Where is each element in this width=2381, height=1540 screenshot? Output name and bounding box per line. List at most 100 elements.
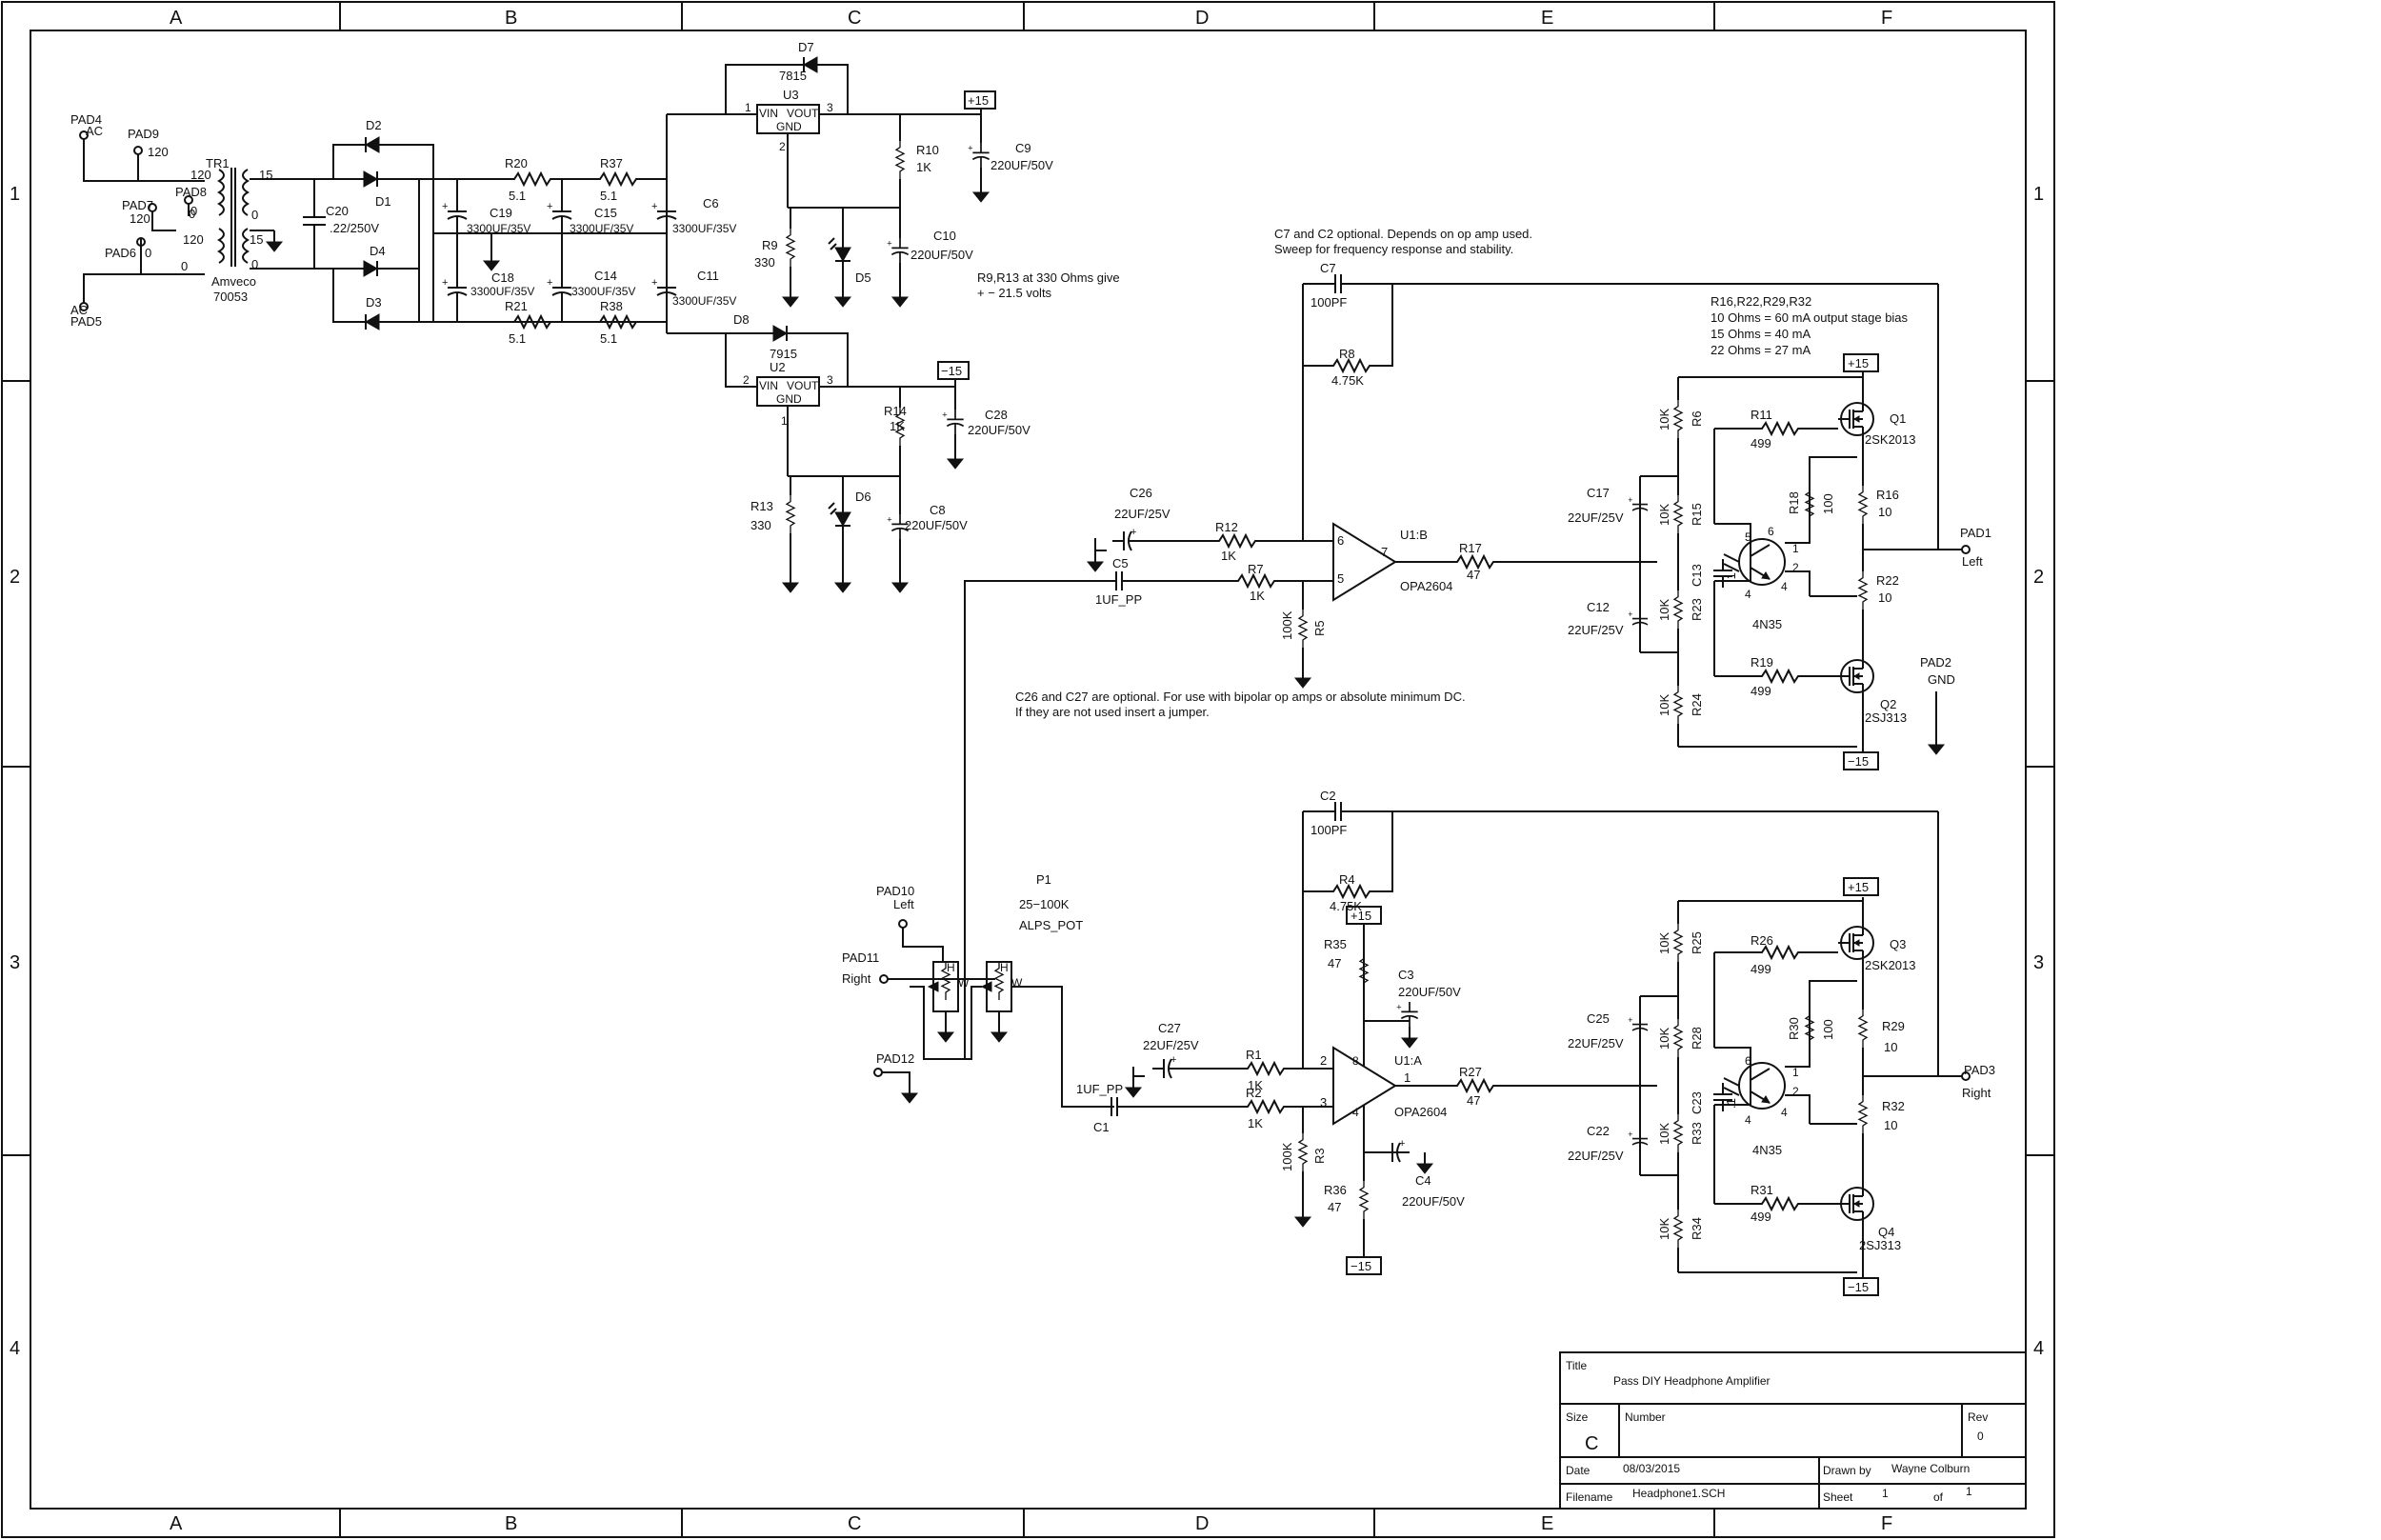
capacitor-c13-ref: C13 <box>1690 564 1704 587</box>
svg-text:U2: U2 <box>770 360 786 374</box>
resistor-r24-val: 10K <box>1657 694 1671 716</box>
resistor-r37-val: 5.1 <box>600 189 617 203</box>
opamp-u1a: 2 3 1 8 4 U1:A OPA2604 <box>1320 1046 1447 1126</box>
capacitor-c22-ref: C22 <box>1587 1124 1610 1138</box>
mosfet-q4 <box>1837 1184 1874 1224</box>
svg-text:1: 1 <box>781 414 788 428</box>
zone-col-f-bottom: F <box>1881 1513 1892 1534</box>
resistor-r36-ref: R36 <box>1324 1183 1347 1197</box>
resistor-r22-val: 10 <box>1878 590 1891 605</box>
note-bias-line3: 15 Ohms = 40 mA <box>1711 327 1811 341</box>
resistor-r23-ref: R23 <box>1690 598 1704 621</box>
svg-text:VOUT: VOUT <box>787 379 819 392</box>
svg-text:ALPS_POT: ALPS_POT <box>1019 918 1083 932</box>
capacitor-c3-ref: C3 <box>1398 968 1414 982</box>
capacitor-c10-ref: C10 <box>933 229 956 243</box>
resistor-r29-ref: R29 <box>1882 1019 1905 1033</box>
note-c26c27-line1: C26 and C27 are optional. For use with b… <box>1015 690 1466 704</box>
capacitor-c17-ref: C17 <box>1587 486 1610 500</box>
pad4: PAD4 AC <box>70 112 103 140</box>
resistor-r9-ref: R9 <box>762 238 778 252</box>
svg-text:0: 0 <box>251 208 258 222</box>
capacitor-c23-val: .1 <box>1724 1098 1738 1109</box>
resistor-r33-ref: R33 <box>1690 1122 1704 1145</box>
zone-col-f: F <box>1881 8 1892 29</box>
resistor-r17-val: 47 <box>1467 568 1480 582</box>
mosfet-q2 <box>1837 656 1874 696</box>
svg-text:4: 4 <box>1745 1113 1751 1127</box>
resistor-r10-val: 1K <box>916 160 931 174</box>
resistor-r5-val: 100K <box>1280 610 1294 640</box>
svg-text:1: 1 <box>1792 1066 1799 1079</box>
right-channel: 1UF_PP C1 R2 1K C27 22UF/25V R1 1K 100K … <box>1076 789 1995 1296</box>
pad9: PAD9 120 <box>128 127 169 159</box>
filename-value: Headphone1.SCH <box>1632 1487 1725 1500</box>
resistor-r27-val: 47 <box>1467 1093 1480 1108</box>
svg-text:PAD12: PAD12 <box>876 1051 914 1066</box>
mosfet-q4-part: 2SJ313 <box>1859 1238 1901 1252</box>
resistor-r3-val: 100K <box>1280 1142 1294 1171</box>
capacitor-c8-ref: C8 <box>930 503 946 517</box>
capacitor-c11-val: 3300UF/35V <box>672 294 736 308</box>
resistor-r9-val: 330 <box>754 255 775 270</box>
capacitor-c5-val: 1UF_PP <box>1095 592 1142 607</box>
svg-text:0: 0 <box>190 204 197 218</box>
capacitor-c27-ref: C27 <box>1158 1021 1181 1035</box>
capacitor-c5-ref: C5 <box>1112 556 1129 570</box>
title-value: Pass DIY Headphone Amplifier <box>1613 1374 1771 1388</box>
zone-row-3: 3 <box>10 952 20 973</box>
filename-label: Filename <box>1566 1490 1613 1504</box>
capacitor-c18-ref: C18 <box>491 270 514 285</box>
resistor-r7-val: 1K <box>1250 589 1265 603</box>
rev-label: Rev <box>1968 1410 1988 1424</box>
svg-text:120: 120 <box>130 211 150 226</box>
title-block: Title Pass DIY Headphone Amplifier Size … <box>1559 1351 2027 1510</box>
mosfet-q1-part: 2SK2013 <box>1865 432 1916 447</box>
svg-text:OPA2604: OPA2604 <box>1394 1105 1447 1119</box>
opamp-u1b: 6 5 7 U1:B OPA2604 <box>1332 522 1452 602</box>
of-value: 1 <box>1966 1485 1972 1498</box>
svg-text:H: H <box>1000 961 1009 974</box>
mosfet-q1-ref: Q1 <box>1890 411 1906 426</box>
rail-neg-top: −15 <box>941 364 962 378</box>
resistor-r17-ref: R17 <box>1459 541 1482 555</box>
svg-text:7: 7 <box>1381 545 1388 559</box>
diode-d2-label: D2 <box>366 118 382 132</box>
svg-text:AC: AC <box>86 124 103 138</box>
svg-text:0: 0 <box>189 207 195 221</box>
resistor-r11-val: 499 <box>1751 436 1771 450</box>
svg-text:GND: GND <box>776 120 802 133</box>
diode-d1-label: D1 <box>375 194 391 209</box>
pad1-ref: PAD1 <box>1960 526 1991 540</box>
svg-text:1: 1 <box>1404 1070 1411 1085</box>
resistor-r23-val: 10K <box>1657 599 1671 621</box>
diode-d4-label: D4 <box>370 244 386 258</box>
resistor-r13-val: 330 <box>750 518 771 532</box>
resistor-r34-val: 10K <box>1657 1218 1671 1240</box>
resistor-r35-ref: R35 <box>1324 937 1347 951</box>
resistor-r14-val: 1K <box>890 419 905 433</box>
capacitor-c28-val: 220UF/50V <box>968 423 1030 437</box>
svg-text:PAD5: PAD5 <box>70 314 102 329</box>
resistor-r4-ref: R4 <box>1339 872 1355 887</box>
svg-text:4: 4 <box>1352 1106 1359 1119</box>
zone-col-d: D <box>1195 8 1209 29</box>
svg-text:2: 2 <box>779 140 786 153</box>
pad3-name: Right <box>1962 1086 1991 1100</box>
resistor-r12-val: 1K <box>1221 549 1236 563</box>
svg-text:25−100K: 25−100K <box>1019 897 1070 911</box>
zone-row-3-right: 3 <box>2033 952 2044 973</box>
pad10: PAD10 Left <box>876 884 914 929</box>
svg-text:70053: 70053 <box>213 290 248 304</box>
capacitor-c12-ref: C12 <box>1587 600 1610 614</box>
capacitor-c3-val: 220UF/50V <box>1398 985 1461 999</box>
resistor-r22-ref: R22 <box>1876 573 1899 588</box>
mosfet-q3-part: 2SK2013 <box>1865 958 1916 972</box>
svg-text:5: 5 <box>1745 530 1751 544</box>
svg-text:3: 3 <box>827 373 833 387</box>
svg-text:4N35: 4N35 <box>1752 617 1782 631</box>
pad2-name: GND <box>1928 672 1955 687</box>
resistor-r31-val: 499 <box>1751 1210 1771 1224</box>
potentiometer-p1: P1 25−100K ALPS_POT H W H W <box>927 872 1083 1012</box>
sheet-label: Sheet <box>1823 1490 1853 1504</box>
